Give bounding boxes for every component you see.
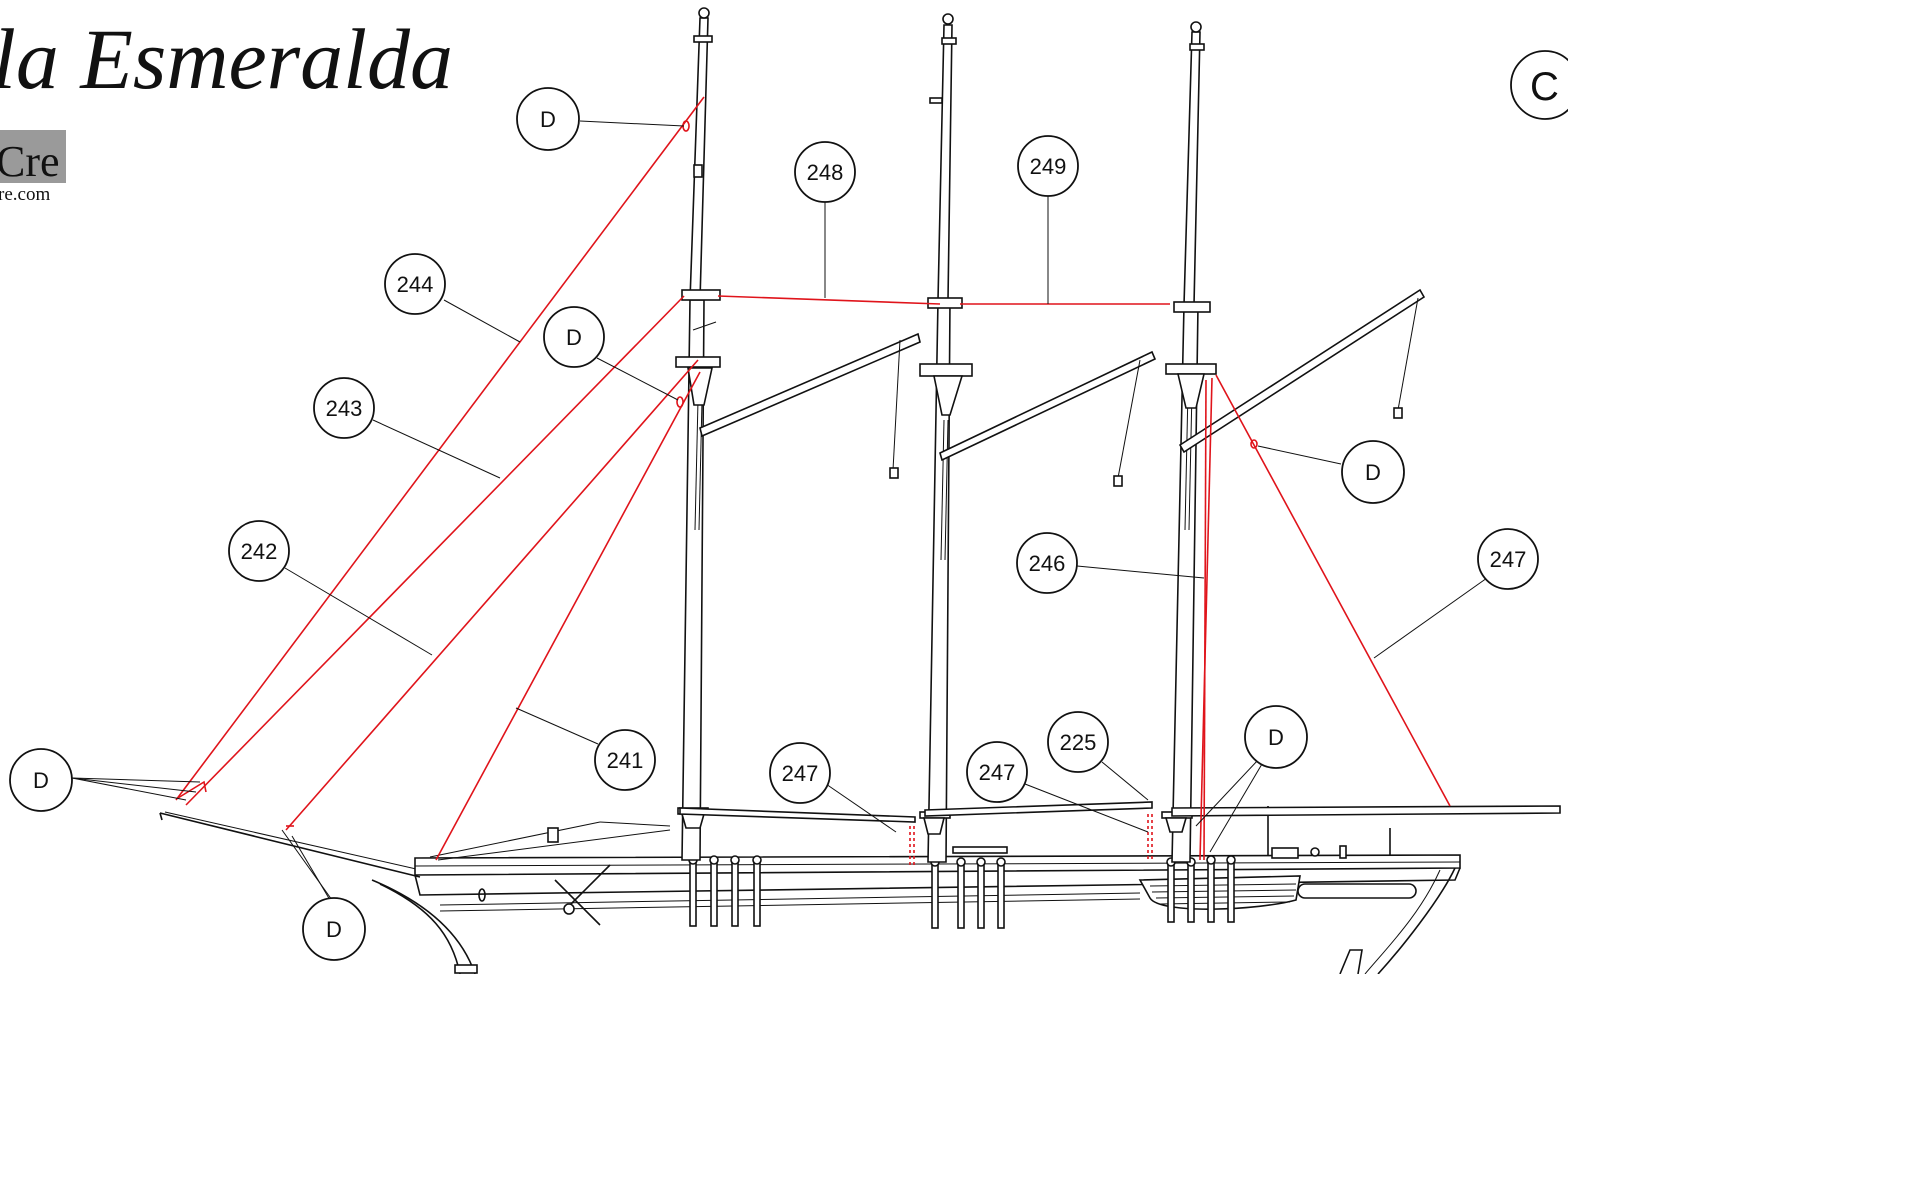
svg-text:D: D — [566, 325, 582, 350]
svg-text:D: D — [33, 768, 49, 793]
callout-225: 225 — [1047, 711, 1109, 773]
callout-247-b: 247 — [966, 741, 1028, 803]
chain-247-b — [1147, 814, 1153, 862]
svg-text:247: 247 — [782, 761, 819, 786]
callout-244: 244 — [384, 253, 446, 315]
svg-text:243: 243 — [326, 396, 363, 421]
chain-247-a — [909, 826, 915, 868]
svg-text:D: D — [1268, 725, 1284, 750]
callout-d-right: D — [1341, 440, 1405, 504]
svg-text:244: 244 — [397, 272, 434, 297]
callout-d-mid: D — [543, 306, 605, 368]
sheet-label: C — [1510, 50, 1568, 120]
callout-241: 241 — [594, 729, 656, 791]
callout-242: 242 — [228, 520, 290, 582]
svg-text:D: D — [326, 917, 342, 942]
logo-subtext: re.com — [0, 184, 50, 205]
callout-247-a: 247 — [769, 742, 831, 804]
rigging-243 — [185, 295, 685, 806]
mainmast — [919, 13, 973, 863]
callout-d-bottom: D — [302, 897, 366, 961]
callout-d-top: D — [516, 87, 580, 151]
svg-text:C: C — [1530, 65, 1559, 109]
callout-249: 249 — [1017, 135, 1079, 197]
logo-background — [0, 130, 66, 183]
svg-text:241: 241 — [607, 748, 644, 773]
logo: Cre re.com — [0, 130, 66, 205]
rigging-241 — [435, 371, 701, 861]
deadeyes-main — [930, 857, 1006, 929]
svg-text:247: 247 — [1490, 547, 1527, 572]
foremast — [675, 7, 721, 861]
booms — [679, 801, 1561, 823]
svg-text:D: D — [1365, 460, 1381, 485]
rigging-248 — [717, 295, 941, 305]
callout-248: 248 — [794, 141, 856, 203]
svg-text:246: 246 — [1029, 551, 1066, 576]
deadeyes-fore — [688, 855, 762, 927]
callout-d-left: D — [9, 748, 73, 812]
callout-247-right: 247 — [1477, 528, 1539, 590]
rigging-244 — [175, 96, 705, 801]
svg-text:242: 242 — [241, 539, 278, 564]
callout-d-bottomright: D — [1244, 705, 1308, 769]
logo-text: Cre — [0, 137, 60, 186]
svg-text:247: 247 — [979, 760, 1016, 785]
rigging-246 — [1199, 377, 1213, 861]
svg-text:D: D — [540, 107, 556, 132]
rigging-242 — [285, 359, 699, 831]
svg-text:225: 225 — [1060, 730, 1097, 755]
svg-text:249: 249 — [1030, 154, 1067, 179]
svg-text:248: 248 — [807, 160, 844, 185]
rigging-247 — [1215, 374, 1451, 807]
leader-lines — [71, 120, 1488, 901]
gaffs — [699, 288, 1426, 487]
rigging-diagram: la Esmeralda Cre re.com C — [0, 7, 1568, 974]
diagram-title: la Esmeralda — [0, 11, 453, 107]
callout-246: 246 — [1016, 532, 1078, 594]
callout-243: 243 — [313, 377, 375, 439]
rigging-lines — [175, 96, 1451, 861]
